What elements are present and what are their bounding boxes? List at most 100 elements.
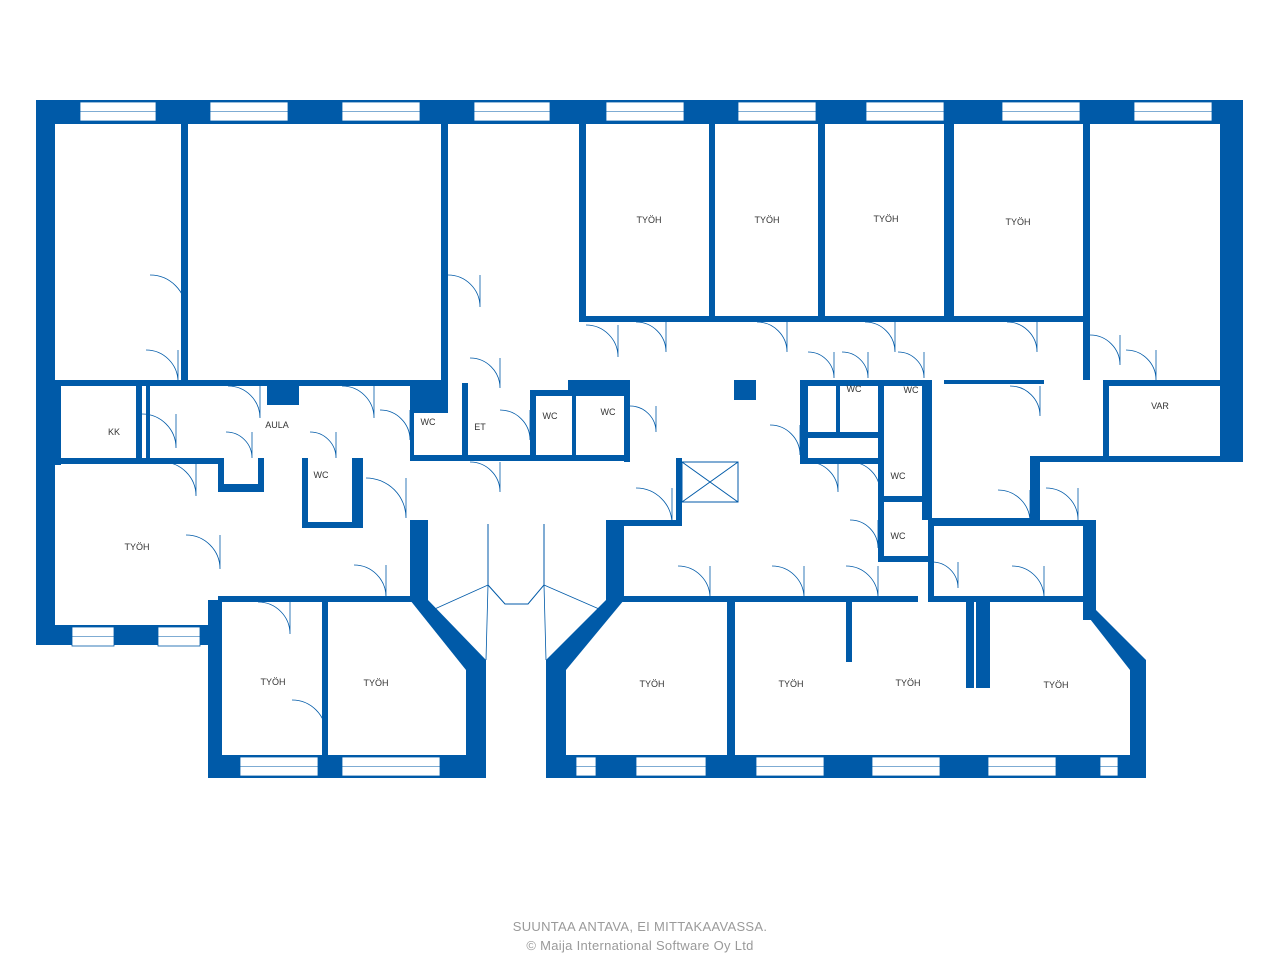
door-swing xyxy=(997,489,1031,523)
door-swing xyxy=(149,274,187,312)
stair-line xyxy=(427,584,489,661)
door-swing xyxy=(291,699,327,735)
room-label: WC xyxy=(891,531,906,541)
door-swing xyxy=(931,561,959,589)
door-swing xyxy=(1045,487,1079,521)
stair-line xyxy=(543,584,607,661)
slanted-wall xyxy=(1083,610,1146,670)
door-swing xyxy=(225,431,253,459)
wall xyxy=(1103,380,1109,462)
wall xyxy=(878,556,932,562)
wall xyxy=(36,100,55,645)
door-swing xyxy=(141,413,177,449)
wall xyxy=(1083,124,1090,380)
room-label: TYÖH xyxy=(260,677,285,687)
room-label: WC xyxy=(601,407,616,417)
room-label: WC xyxy=(891,471,906,481)
wall xyxy=(932,518,1032,524)
room-label: VAR xyxy=(1151,401,1169,411)
wall xyxy=(800,458,880,464)
door-swing xyxy=(469,357,501,389)
door-swing xyxy=(1089,334,1121,366)
room-label: TYÖH xyxy=(895,678,920,688)
wall xyxy=(410,455,630,461)
door-swing xyxy=(353,564,387,598)
wall xyxy=(734,380,756,400)
wall xyxy=(55,380,61,465)
door-swing xyxy=(756,321,788,353)
door-swing xyxy=(185,534,221,570)
wall xyxy=(800,380,808,460)
wall xyxy=(818,124,825,318)
door-swing xyxy=(864,321,896,353)
wall xyxy=(530,390,586,396)
wall xyxy=(181,124,188,383)
door-swing xyxy=(145,349,179,383)
wall xyxy=(846,602,852,662)
room-label: TYÖH xyxy=(639,679,664,689)
room-label: WC xyxy=(421,417,436,427)
room-label: TYÖH xyxy=(778,679,803,689)
door-swing xyxy=(469,461,501,493)
room-label: TYÖH xyxy=(873,214,898,224)
door-swing xyxy=(309,431,337,459)
wall xyxy=(928,596,1088,602)
wall xyxy=(579,124,586,320)
wall xyxy=(618,520,624,602)
wall xyxy=(572,396,576,456)
door-swing xyxy=(807,461,839,493)
room-label: TYÖH xyxy=(1005,217,1030,227)
door-swing xyxy=(499,409,531,441)
wall xyxy=(966,602,974,688)
wall xyxy=(727,602,735,755)
door-swing xyxy=(1125,349,1157,381)
door-swing xyxy=(771,565,805,599)
wall xyxy=(208,600,222,778)
wall xyxy=(530,396,536,456)
wall xyxy=(618,596,918,602)
wall xyxy=(878,380,884,560)
door-swing xyxy=(677,565,711,599)
room-label: TYÖH xyxy=(363,678,388,688)
wall xyxy=(944,380,1044,384)
wall xyxy=(1130,660,1146,778)
room-label: ET xyxy=(474,422,486,432)
wall xyxy=(1220,100,1243,462)
wall xyxy=(352,458,358,528)
door-swing xyxy=(769,424,801,456)
wall xyxy=(586,380,630,386)
room-label: AULA xyxy=(265,420,289,430)
door-swing xyxy=(897,351,925,379)
wall xyxy=(922,380,932,520)
wall xyxy=(709,124,715,318)
door-swing xyxy=(841,351,869,379)
room-label: TYÖH xyxy=(636,215,661,225)
wall xyxy=(1040,456,1243,462)
wall xyxy=(441,124,448,390)
wall xyxy=(218,484,264,492)
door-swing xyxy=(365,477,407,519)
wall xyxy=(462,383,468,458)
door-swing xyxy=(257,601,291,635)
wall xyxy=(218,596,414,602)
door-swing xyxy=(379,409,411,441)
slanted-wall xyxy=(546,600,624,670)
walls xyxy=(36,100,1243,778)
door-swing xyxy=(1009,385,1041,417)
windows xyxy=(71,101,1213,777)
wall xyxy=(410,520,428,600)
wall xyxy=(466,660,486,760)
elevator-cross xyxy=(681,461,739,503)
wall xyxy=(976,602,990,688)
wall xyxy=(676,458,682,524)
door-swing xyxy=(341,385,375,419)
door-swing xyxy=(635,487,673,525)
wall xyxy=(136,386,142,462)
room-label: TYÖH xyxy=(124,542,149,552)
door-swing xyxy=(845,565,879,599)
door-swing xyxy=(227,385,261,419)
door-swing xyxy=(585,324,619,358)
room-label: KK xyxy=(108,427,120,437)
wall xyxy=(410,395,414,457)
